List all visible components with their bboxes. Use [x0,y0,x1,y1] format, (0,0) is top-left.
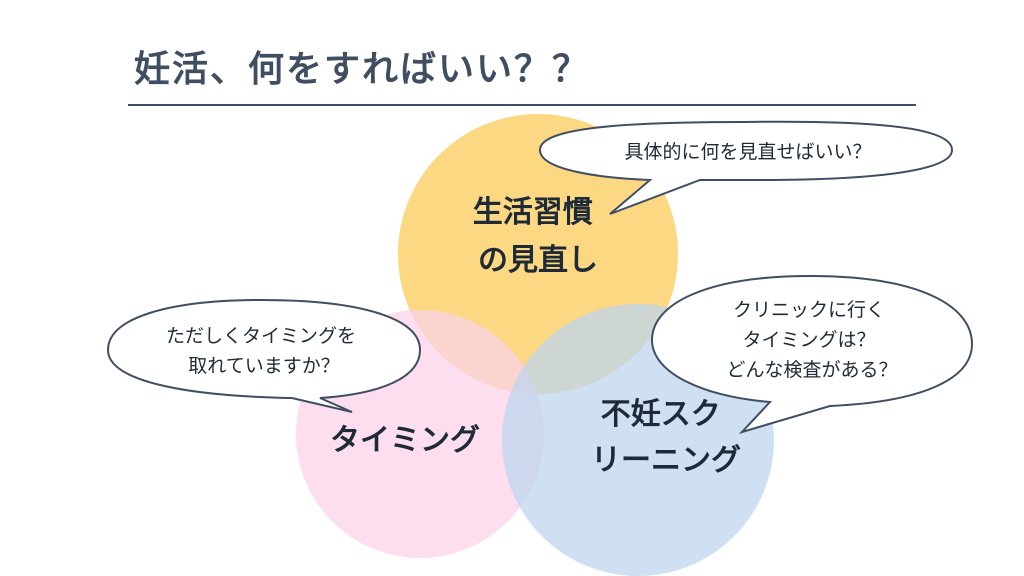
speech-bubble-screening-shape [650,274,974,434]
page-title: 妊活、何をすればいい？？ [134,49,591,90]
label-lifestyle-line: の見直し [478,243,598,278]
speech-bubble-screening-line: どんな検査がある？ [726,359,897,381]
speech-bubble-timing-line: ただしくタイミングを [166,325,356,347]
title-underline [128,104,916,106]
speech-bubble-screening-line: クリニックに行く [733,299,885,321]
speech-bubble-timing-shape [106,298,422,413]
speech-bubble-timing-line: 取れていますか？ [188,355,339,377]
speech-bubble-lifestyle-shape [538,120,954,215]
label-lifestyle: 生活習慣 の見直し [473,195,603,278]
label-screening: 不妊スク リーニング [591,397,741,478]
speech-bubble-timing: ただしくタイミングを 取れていますか？ [106,298,422,413]
label-timing: タイミング [330,423,480,458]
speech-bubble-timing-text: ただしくタイミングを 取れていますか？ [166,325,362,377]
speech-bubble-screening-text: クリニックに行く タイミングは？ どんな検査がある？ [726,299,897,381]
label-screening-line: 不妊スク [601,397,721,432]
speech-bubble-screening-line: タイミングは？ [742,329,875,351]
speech-bubble-lifestyle: 具体的に何を見直せばいい？ [538,120,954,215]
speech-bubble-screening: クリニックに行く タイミングは？ どんな検査がある？ [650,274,974,434]
label-timing-line: タイミング [330,423,480,458]
speech-bubble-lifestyle-text: 具体的に何を見直せばいい？ [624,141,871,163]
speech-bubble-lifestyle-line: 具体的に何を見直せばいい？ [624,141,871,163]
label-lifestyle-line: 生活習慣 [473,195,593,230]
label-screening-line: リーニング [591,443,741,478]
